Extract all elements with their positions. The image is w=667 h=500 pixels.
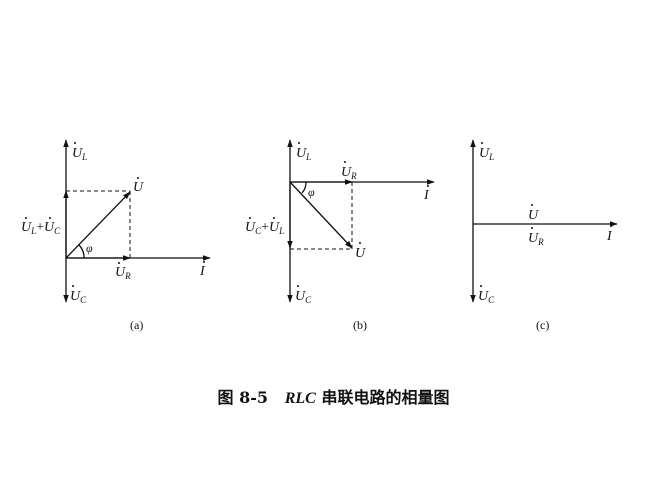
label-i-b: I — [423, 188, 430, 203]
phasor-u-a — [65, 191, 131, 259]
label-i-c: I — [606, 229, 613, 244]
label-ur-b: UR — [341, 165, 357, 181]
label-ur-a: UR — [115, 265, 131, 281]
label-ul-c: UL — [479, 146, 494, 162]
label-uc-c: UC — [478, 289, 495, 305]
panel-label-c: (c) — [536, 318, 549, 332]
label-uc-a: UC — [70, 289, 87, 305]
label-u-a: U — [133, 180, 144, 195]
label-i-a: I — [199, 264, 206, 279]
label-ul-b: UL — [296, 146, 311, 162]
figure-caption: 图 8-5 RLC 串联电路的相量图 — [0, 384, 667, 408]
figure-number: 图 8-5 — [217, 388, 269, 407]
phasor-dots-a — [25, 142, 205, 287]
label-uc-b: UC — [295, 289, 312, 305]
panel-label-b: (b) — [353, 318, 367, 332]
label-ur-c: UR — [528, 231, 544, 247]
label-phi-a: φ — [86, 241, 93, 255]
label-sum-b: UC+UL — [245, 220, 284, 236]
phasor-dots-c — [480, 142, 612, 287]
panel-b: UL UC UR U I φ UC+UL (b) — [245, 139, 435, 332]
panel-a: UL UC UR U I φ UL+UC (a) — [21, 139, 211, 332]
label-phi-b: φ — [308, 185, 315, 199]
panel-label-a: (a) — [130, 318, 143, 332]
phasor-u-b — [289, 181, 353, 249]
caption-emphasis: RLC — [284, 390, 316, 407]
label-u-b: U — [355, 246, 366, 261]
phi-arc-b — [301, 181, 307, 194]
label-u-c: U — [528, 208, 539, 223]
phasor-dots-b — [249, 142, 429, 287]
caption-text: 串联电路的相量图 — [321, 388, 450, 407]
panel-c: UL UC U UR I (c) — [470, 139, 618, 332]
label-ul-a: UL — [72, 146, 87, 162]
phi-arc-a — [78, 244, 85, 259]
label-sum-a: UL+UC — [21, 220, 61, 236]
